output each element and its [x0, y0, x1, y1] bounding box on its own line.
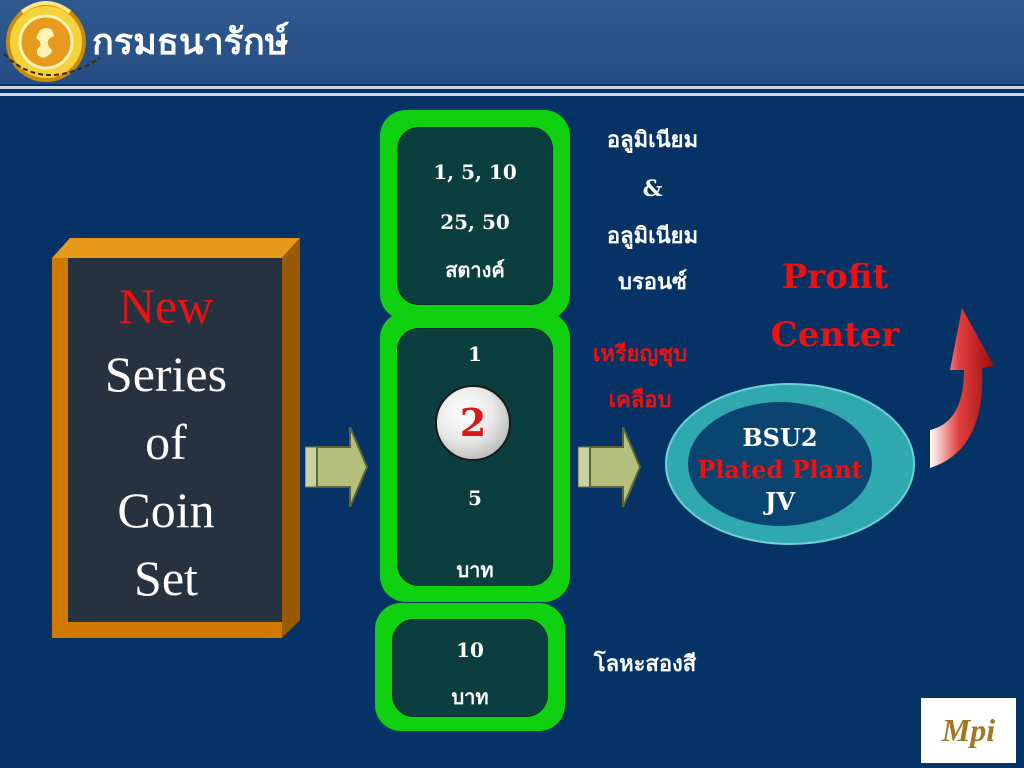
satang-values-2: 25, 50: [440, 210, 510, 234]
coin-value-2: 2: [459, 400, 487, 445]
profit-center-line2: Center: [770, 315, 900, 355]
header-divider: [0, 86, 1024, 89]
bsu2-line2: Plated Plant: [697, 455, 863, 484]
bsu2-text: BSU2 Plated Plant JV: [680, 422, 880, 518]
coin-icon: [435, 385, 511, 461]
series-word-new: New: [118, 278, 214, 334]
ten-baht-unit: บาท: [451, 685, 489, 709]
ten-baht-value: 10: [456, 638, 484, 662]
curved-up-arrow-icon: [930, 308, 994, 468]
coin-box-ten-baht-inner: [392, 619, 548, 717]
arrow-right-icon: [305, 427, 369, 507]
label-ampersand: &: [642, 176, 663, 202]
label-plated-1: เหรียญชุบ: [592, 342, 688, 367]
baht-value-5: 5: [468, 486, 482, 510]
label-bronze: บรอนซ์: [618, 270, 687, 295]
new-series-box: [52, 238, 300, 638]
bsu2-line1: BSU2: [742, 423, 818, 452]
label-plated-2: เคลือบ: [608, 388, 672, 413]
mpi-logo: Mpi: [941, 712, 996, 748]
satang-values-1: 1, 5, 10: [433, 160, 517, 184]
coin-box-satang-inner: [397, 127, 553, 305]
profit-center-label: Profit Center: [760, 248, 910, 364]
baht-value-1: 1: [468, 342, 482, 366]
series-word-coin: Coin: [117, 482, 215, 538]
label-aluminium-2: อลูมิเนียม: [606, 224, 699, 249]
series-word-series: Series: [104, 346, 228, 402]
header-divider-lower: [0, 93, 1024, 96]
series-word-of: of: [145, 414, 187, 470]
satang-unit: สตางค์: [445, 258, 505, 282]
new-series-label: New Series of Coin Set: [66, 272, 266, 612]
profit-center-line1: Profit: [781, 257, 889, 297]
label-aluminium: อลูมิเนียม: [606, 128, 699, 153]
bsu2-line3: JV: [765, 487, 795, 516]
page-title: กรมธนารักษ์: [92, 22, 289, 63]
bsu2-plant-ellipse: [665, 383, 915, 545]
arrow-right-icon-2: [578, 427, 642, 507]
mpi-logo-box: [921, 698, 1016, 763]
series-word-set: Set: [134, 550, 198, 606]
label-bimetal: โลหะสองสี: [593, 652, 697, 677]
baht-unit: บาท: [456, 558, 494, 582]
treasury-seal-logo: [3, 1, 101, 82]
header-bar: [0, 0, 1024, 84]
